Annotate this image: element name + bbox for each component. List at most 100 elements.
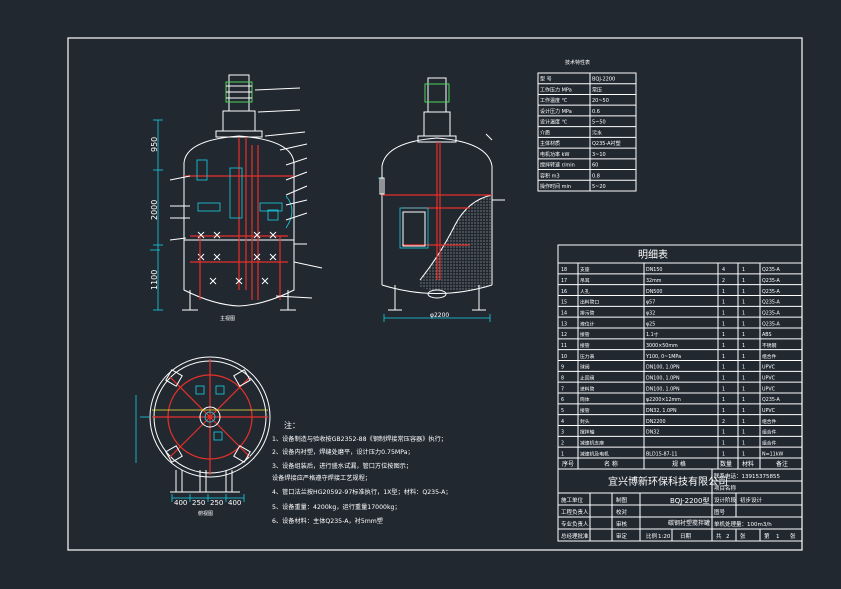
bom-cell: 1: [722, 300, 725, 306]
bom-cell: Q235-A: [762, 397, 781, 403]
bom-cell: UPVC: [762, 365, 776, 371]
title-block: 宜兴博新环保科技有限公司 联系电话：13915375855 项目名称 BQJ-2…: [557, 468, 803, 542]
spec-cell: 60: [592, 163, 598, 169]
bom-cell: φ57: [646, 300, 655, 306]
dim-diameter: φ2200: [430, 312, 449, 319]
note-1: 1、设备制造与验收按GB2352-88《钢制焊接常压容器》执行；: [272, 435, 447, 443]
bom-cell: 32mm: [646, 278, 662, 284]
bom-cell: 支座: [580, 266, 590, 273]
bom-cell: 1: [722, 386, 725, 392]
design-value: 初步设计: [740, 496, 763, 504]
bom-cell: 1: [722, 408, 725, 414]
bom-cell: 9: [561, 365, 564, 371]
bom-cell: 排污管: [580, 309, 595, 316]
sheet-label-3: 第: [764, 532, 770, 540]
bom-cell: 1: [742, 321, 745, 327]
bom-cell: Q235-A: [762, 310, 781, 316]
bom-cell: 1: [742, 300, 745, 306]
bom-cell: 11: [561, 343, 567, 349]
bom-cell: 1: [722, 397, 725, 403]
sheet-value-1: 2: [726, 534, 730, 540]
bom-cell: 3: [561, 430, 564, 436]
spec-cell: 工作温度 ℃: [540, 97, 568, 104]
bom-cell: 2: [561, 440, 564, 446]
spec-cell: 容积 m3: [540, 172, 560, 179]
dim-2000: 2000: [150, 200, 159, 220]
bom-title: 明细表: [638, 248, 668, 261]
bom-cell: DN32, 1.0PN: [646, 408, 677, 414]
spec-cell: 设计压力 MPa: [540, 108, 572, 115]
bom-cell: 接管: [580, 342, 590, 349]
bom-cell: 压力表: [580, 353, 595, 360]
bom-cell: 1: [722, 321, 725, 327]
bom-cell: 12: [561, 332, 567, 338]
sheet-label-1: 共: [716, 532, 722, 540]
bom-cell: UPVC: [762, 408, 776, 414]
spec-cell: BQJ-2200: [592, 77, 615, 83]
bom-cell: 2: [722, 278, 725, 284]
note-3: 3、设备组装后，进行盛水试漏，管口方位按图示；: [272, 462, 412, 470]
bom-cell: 1: [722, 440, 725, 446]
ratio-label: 比例: [646, 532, 658, 540]
bom-cell: 14: [561, 310, 567, 316]
bom-cell: 止回阀: [580, 374, 595, 381]
bom-cell: φ25: [646, 321, 655, 327]
note-6: 6、设备材料：主体Q235-A，衬5mm塑: [272, 517, 383, 525]
design-label: 设计阶段: [714, 496, 737, 504]
plan-dim-3: 250: [210, 499, 223, 507]
bom-cell: 1.1寸: [646, 331, 659, 338]
note-5: 5、设备重量：4200kg，运行重量17000kg；: [272, 503, 401, 511]
bom-cell: 1: [722, 451, 725, 457]
bom-cell: φ32: [646, 310, 655, 316]
bom-cell: DN100, 1.0PN: [646, 365, 680, 371]
bom-cell: 1: [722, 332, 725, 338]
bom-cell: 进料管: [580, 385, 595, 392]
bom-cell: 6: [561, 397, 564, 403]
bom-cell: 1: [742, 386, 745, 392]
bom-cell: 18: [561, 267, 567, 273]
bom-cell: 8: [561, 375, 564, 381]
bom-cell: 减速机支座: [580, 439, 604, 446]
spec-cell: 3~10: [592, 152, 606, 158]
plan-dim-2: 250: [192, 499, 205, 507]
approval-action-1: 制图: [616, 496, 628, 504]
bom-cell: Q235-A: [762, 267, 781, 273]
spec-cell: 5~50: [592, 120, 606, 126]
spec-header: 技术特性表: [565, 59, 590, 66]
bom-cell: ABS: [762, 332, 772, 338]
model-name: BQJ-2200型: [670, 496, 709, 505]
bom-cell: 1: [742, 343, 745, 349]
bom-h-mat: 材料: [742, 460, 754, 468]
section-view-vessel: φ2200: [378, 77, 505, 322]
spec-cell: 工作压力 MPa: [540, 86, 572, 93]
note-4: 4、管口法兰按HG20592-97标准执行，1X型；材料：Q235-A；: [272, 488, 452, 496]
bom-cell: 1: [742, 419, 745, 425]
bom-h-name: 名 称: [604, 460, 618, 468]
bom-cell: 1: [742, 408, 745, 414]
bom-cell: 16: [561, 289, 567, 295]
bom-cell: 封头: [580, 418, 590, 425]
bom-cell: 1: [742, 310, 745, 316]
project-name-label: 项目名称: [714, 484, 737, 492]
ratio-value: 1:20: [658, 534, 671, 540]
bom-cell: 13: [561, 321, 567, 327]
bom-cell: Y100, 0~1MPa: [645, 354, 681, 360]
bom-cell: 1: [722, 289, 725, 295]
bom-cell: 1: [722, 354, 725, 360]
spec-cell: 常压: [592, 86, 602, 93]
bom-cell: 1: [742, 278, 745, 284]
bom-cell: 2: [722, 419, 725, 425]
capacity-text: 单机处理量：100m3/h: [714, 520, 772, 528]
bom-cell: UPVC: [762, 386, 776, 392]
bom-cell: 1: [742, 289, 745, 295]
bom-cell: 3000×50mm: [646, 343, 678, 349]
bom-cell: 1: [722, 375, 725, 381]
spec-cell: 型 号: [540, 76, 552, 83]
spec-cell: 0.6: [592, 109, 600, 115]
bom-cell: 17: [561, 278, 567, 284]
bom-cell: 筒体: [580, 396, 590, 403]
bom-cell: 4: [561, 419, 564, 425]
bom-cell: DN32: [646, 430, 659, 436]
